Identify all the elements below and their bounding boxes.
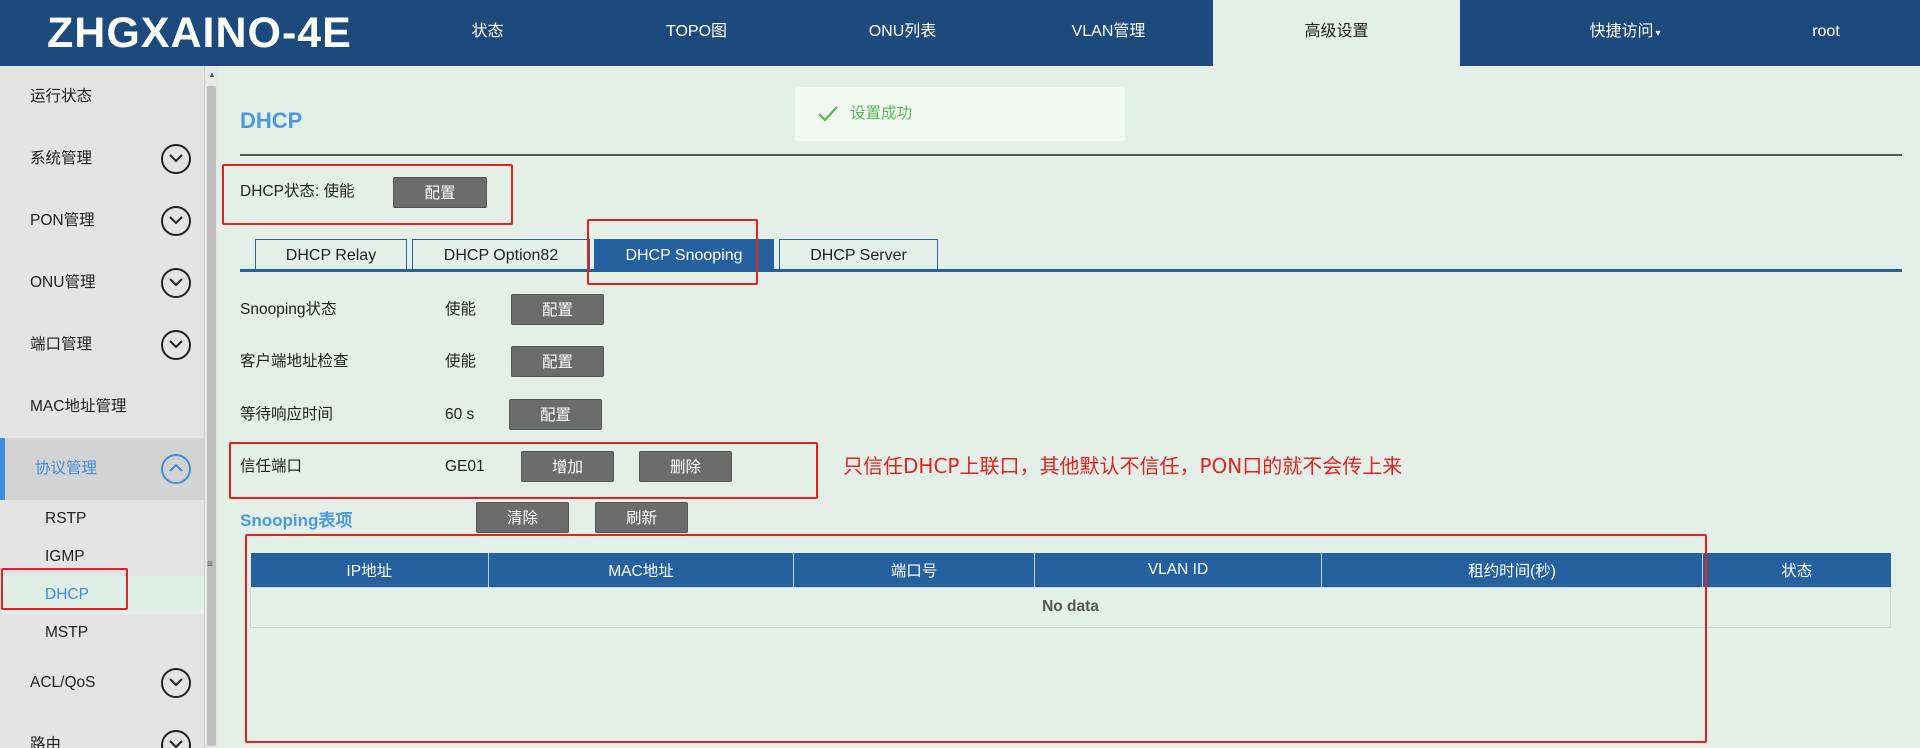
column-header-status[interactable]: 状态 — [1702, 553, 1891, 587]
dhcp-config-button[interactable]: 配置 — [393, 177, 487, 208]
scroll-up-arrow-icon[interactable]: ▲ — [208, 70, 216, 79]
sidebar-item-label: 协议管理 — [35, 460, 98, 477]
response-timeout-config-button[interactable]: 配置 — [509, 399, 602, 430]
response-timeout-value: 60 s — [445, 406, 475, 423]
success-toast: 设置成功 — [795, 87, 1125, 141]
tab-underline — [240, 269, 1902, 272]
nav-vlan[interactable]: VLAN管理 — [1071, 23, 1146, 40]
chevron-down-icon[interactable] — [161, 144, 191, 174]
chevron-down-icon[interactable] — [161, 268, 191, 298]
sidebar-item-label: PON管理 — [30, 212, 95, 229]
nav-onu-list[interactable]: ONU列表 — [868, 23, 937, 40]
sidebar-item-mac[interactable]: MAC地址管理 — [0, 376, 204, 438]
tab-dhcp-snooping[interactable]: DHCP Snooping — [594, 239, 774, 270]
sidebar-item-acl-qos[interactable]: ACL/QoS — [0, 652, 204, 714]
sidebar-subitem-rstp[interactable]: RSTP — [0, 500, 204, 538]
snooping-refresh-button[interactable]: 刷新 — [595, 502, 688, 533]
check-icon — [818, 106, 838, 122]
column-header-port[interactable]: 端口号 — [793, 553, 1035, 587]
table-empty-text: No data — [250, 586, 1891, 628]
sidebar-subitem-label: IGMP — [45, 548, 85, 565]
tab-dhcp-relay[interactable]: DHCP Relay — [255, 239, 407, 270]
scroll-thumb[interactable] — [207, 86, 216, 746]
sidebar-item-pon[interactable]: PON管理 — [0, 190, 204, 252]
sidebar-item-label: 端口管理 — [30, 336, 93, 353]
sidebar-scrollbar[interactable]: ▲ ≡ — [204, 66, 218, 748]
table-row: No data — [250, 586, 1891, 628]
sidebar-item-label: 运行状态 — [30, 88, 93, 105]
sidebar-item-run-status[interactable]: 运行状态 — [0, 66, 204, 128]
sidebar-item-route[interactable]: 路由 — [0, 714, 204, 748]
toast-message: 设置成功 — [850, 105, 913, 122]
column-header-lease-time[interactable]: 租约时间(秒) — [1321, 553, 1703, 587]
sidebar-item-port[interactable]: 端口管理 — [0, 314, 204, 376]
client-address-check-value: 使能 — [445, 353, 477, 370]
annotation-text: 只信任DHCP上联口，其他默认不信任，PON口的就不会传上来 — [843, 454, 1403, 478]
trust-port-value: GE01 — [445, 458, 485, 475]
trust-port-add-button[interactable]: 增加 — [521, 451, 614, 482]
dhcp-status-label: DHCP状态: 使能 — [240, 183, 355, 200]
sidebar-item-protocol[interactable]: 协议管理 — [0, 438, 204, 500]
sidebar-item-onu[interactable]: ONU管理 — [0, 252, 204, 314]
sidebar-item-label: 路由 — [30, 736, 62, 748]
nav-status[interactable]: 状态 — [471, 23, 504, 40]
chevron-down-icon: ▾ — [1655, 28, 1661, 39]
chevron-up-icon[interactable] — [161, 454, 191, 484]
table-header-row: IP地址 MAC地址 端口号 VLAN ID 租约时间(秒) 状态 — [250, 553, 1891, 587]
sidebar-subitem-mstp[interactable]: MSTP — [0, 614, 204, 652]
sidebar-item-label: MAC地址管理 — [30, 398, 127, 415]
chevron-down-icon[interactable] — [161, 206, 191, 236]
tab-dhcp-server[interactable]: DHCP Server — [779, 239, 938, 270]
snooping-status-config-button[interactable]: 配置 — [511, 294, 604, 325]
trust-port-delete-button[interactable]: 删除 — [639, 451, 732, 482]
snooping-status-value: 使能 — [445, 301, 477, 318]
sidebar-subitem-label: DHCP — [45, 586, 89, 603]
response-timeout-label: 等待响应时间 — [240, 406, 334, 423]
snooping-clear-button[interactable]: 清除 — [476, 502, 569, 533]
sidebar-item-label: ONU管理 — [30, 274, 96, 291]
client-address-check-label: 客户端地址检查 — [240, 353, 349, 370]
chevron-down-icon[interactable] — [161, 330, 191, 360]
client-address-check-config-button[interactable]: 配置 — [511, 346, 604, 377]
snooping-status-label: Snooping状态 — [240, 301, 337, 318]
nav-quick-access-label: 快捷访问 — [1589, 23, 1654, 40]
sidebar-subitem-label: MSTP — [45, 624, 89, 641]
chevron-down-icon[interactable] — [161, 668, 191, 698]
nav-topo[interactable]: TOPO图 — [665, 23, 728, 40]
snooping-table-title: Snooping表项 — [240, 511, 353, 530]
sidebar-item-system[interactable]: 系统管理 — [0, 128, 204, 190]
sidebar-item-label: ACL/QoS — [30, 674, 96, 691]
trust-port-label: 信任端口 — [240, 458, 303, 475]
scroll-grip-icon: ≡ — [207, 559, 213, 570]
brand-logo: ZHGXAINO-4E — [47, 9, 352, 57]
nav-advanced-settings[interactable]: 高级设置 — [1213, 0, 1460, 66]
column-header-ip[interactable]: IP地址 — [250, 553, 489, 587]
nav-quick-access[interactable]: 快捷访问▾ — [1570, 0, 1680, 66]
sidebar-subitem-label: RSTP — [45, 510, 87, 527]
top-navigation-bar: ZHGXAINO-4E 状态 TOPO图 ONU列表 VLAN管理 高级设置 快… — [0, 0, 1920, 66]
title-divider — [240, 154, 1902, 156]
snooping-table: IP地址 MAC地址 端口号 VLAN ID 租约时间(秒) 状态 No dat… — [250, 553, 1891, 628]
sidebar-subitem-dhcp[interactable]: DHCP — [0, 576, 204, 614]
sidebar-subitem-igmp[interactable]: IGMP — [0, 538, 204, 576]
column-header-vlan-id[interactable]: VLAN ID — [1034, 553, 1322, 587]
tab-dhcp-option82[interactable]: DHCP Option82 — [412, 239, 590, 270]
nav-user-root[interactable]: root — [1812, 23, 1840, 40]
sidebar-item-label: 系统管理 — [30, 150, 93, 167]
chevron-down-icon[interactable] — [161, 730, 191, 748]
page-title: DHCP — [240, 108, 303, 133]
column-header-mac[interactable]: MAC地址 — [488, 553, 794, 587]
sidebar: 运行状态 系统管理 PON管理 ONU管理 端口管理 MAC地址管理 协议管理 … — [0, 66, 204, 748]
